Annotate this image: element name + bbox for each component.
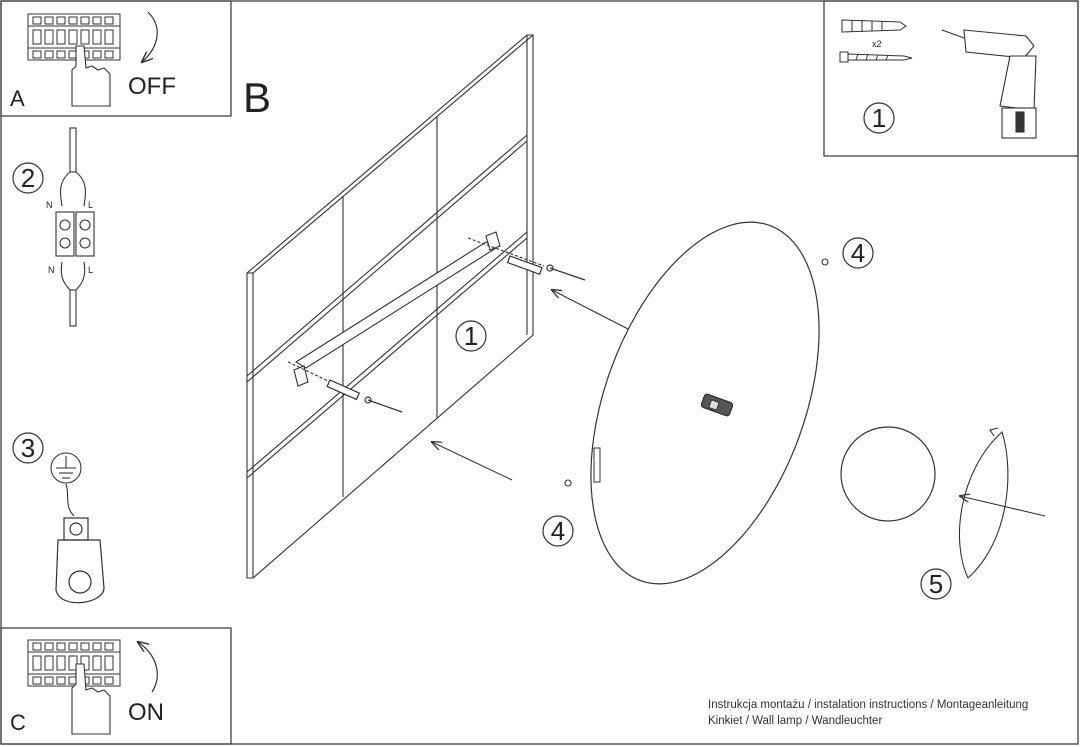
step-4-top-number: 4 [851,238,865,268]
terminal-label-n-bottom: N [48,265,55,275]
drill-icon [941,29,1037,139]
panel-c-letter: C [10,710,26,735]
screw-icon [364,264,586,413]
small-screw-icon [564,479,572,487]
mounting-bracket [287,231,545,397]
wall-plug-icon [841,19,907,33]
arrow-to-wall [432,442,513,481]
step-2-number: 2 [21,163,35,193]
hand-icon [71,45,111,107]
tools-step-number: 1 [872,103,886,133]
tools-panel: x2 1 [823,0,1079,157]
footer-caption: Instrukcja montażu / instalation instruc… [708,697,1028,729]
lamp-base-plate [590,221,820,585]
step-4-bottom-number: 4 [551,516,565,546]
small-screw-icon [821,258,829,266]
rotation-path [958,431,1009,579]
terminal-label-n-top: N [46,200,53,210]
step-1-wall-number: 1 [464,321,478,351]
breaker-box-icon [27,639,121,687]
terminal-label-l-top: L [88,200,93,210]
screw-icon [839,51,913,63]
arrow-to-cover [960,496,1046,517]
arrow-to-bracket [552,290,631,331]
step-5-number: 5 [929,569,943,599]
curved-arrow-down-icon [142,11,158,62]
quantity-label: x2 [872,39,882,49]
wall-plug-icon [326,255,543,401]
cover-disc [840,426,936,522]
curved-arrow-up-icon [138,642,158,693]
panel-a-letter: A [10,86,25,111]
step-3-number: 3 [21,433,35,463]
panel-c-action: ON [128,699,164,726]
footer-line-2: Kinkiet / Wall lamp / Wandleuchter [708,715,883,727]
section-b-letter: B [243,74,271,121]
earth-bracket-icon [55,517,105,604]
connector-icon [700,393,734,417]
earth-connection-step: 3 [12,432,105,604]
hand-icon [71,663,111,735]
panel-c-power-on: C ON [0,627,232,745]
terminal-label-l-bottom: L [88,265,93,275]
wiring-terminal-step: 2 N L N L [12,127,95,327]
panel-a-power-off: A OFF [0,0,232,117]
rotation-arrow-icon [989,427,999,437]
panel-a-action: OFF [128,73,176,100]
terminal-block-icon [55,127,95,327]
footer-line-1: Instrukcja montażu / instalation instruc… [708,699,1029,711]
breaker-box-icon [27,13,121,61]
ground-symbol-icon [50,452,82,484]
